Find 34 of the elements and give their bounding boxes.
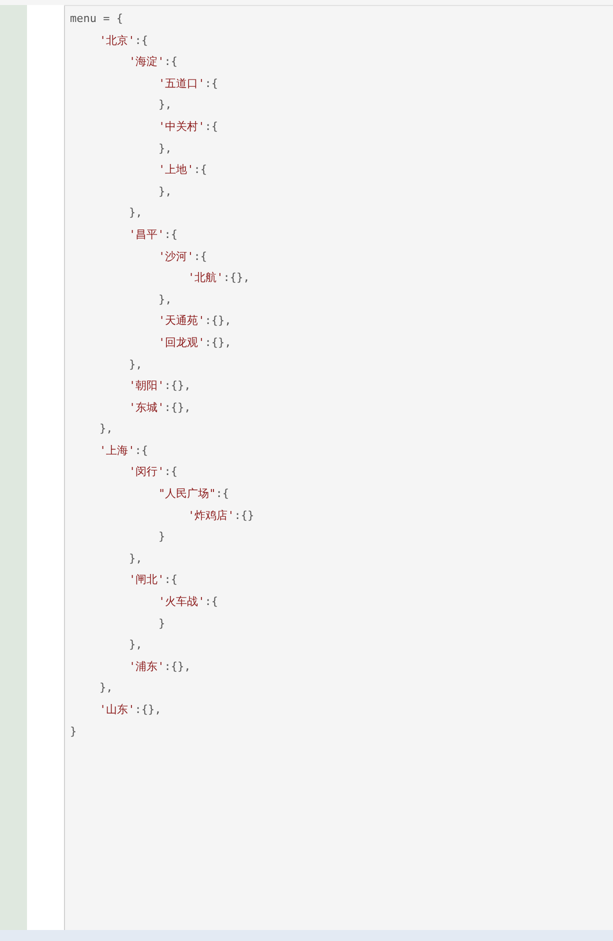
- code-line: '火车战':{: [158, 594, 218, 610]
- code-line: },: [100, 421, 113, 438]
- code-line: '北京':{: [100, 32, 148, 49]
- code-line: },: [129, 205, 142, 222]
- code-line: },: [158, 184, 172, 200]
- code-line: },: [158, 97, 172, 114]
- code-line: '上海':{: [100, 442, 148, 459]
- code-line: },: [100, 680, 113, 696]
- code-line: '五道口':{: [158, 76, 218, 92]
- code-line: '昌平':{: [129, 226, 178, 243]
- code-line: '天通苑':{},: [158, 313, 232, 330]
- code-line: }: [158, 529, 166, 546]
- code-line: '闵行':{: [129, 464, 178, 480]
- code-line: '海淀':{: [129, 54, 178, 70]
- code-line: },: [129, 356, 142, 372]
- code-line: '朝阳':{},: [129, 378, 191, 394]
- code-line: menu = {: [70, 11, 123, 27]
- code-line: '中关村':{: [158, 118, 218, 135]
- code-line: },: [129, 550, 142, 567]
- code-line: '沙河':{: [158, 248, 207, 265]
- code-line: '闸北':{: [129, 572, 178, 588]
- code-line: "人民广场":{: [158, 486, 229, 502]
- code-line: },: [158, 292, 172, 308]
- code-line: },: [129, 637, 142, 654]
- code-line: },: [158, 140, 172, 157]
- code-line: '浦东':{},: [129, 658, 191, 675]
- code-line: '山东':{},: [100, 702, 162, 718]
- code-line: }: [158, 616, 166, 632]
- code-line: '炸鸡店':{}: [188, 508, 254, 524]
- code-line: '东城':{},: [129, 400, 191, 416]
- code-line: '上地':{: [158, 162, 207, 178]
- code-line: '北航':{},: [188, 270, 250, 286]
- code-line: }: [70, 724, 77, 740]
- code-line: '回龙观':{},: [158, 334, 232, 351]
